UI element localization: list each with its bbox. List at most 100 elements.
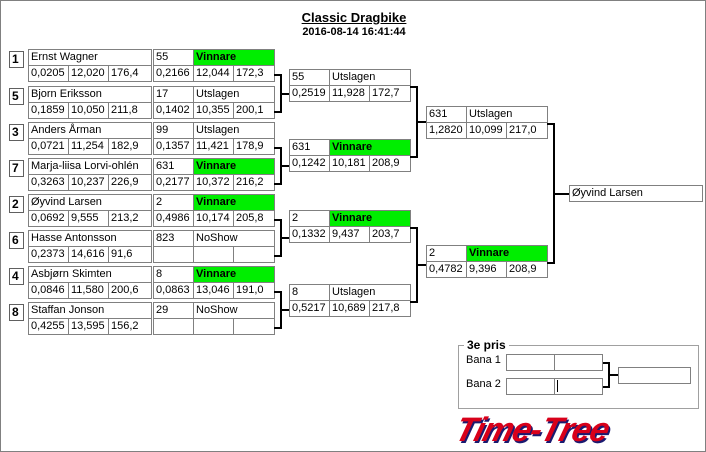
connector: [603, 362, 610, 364]
lane-number[interactable]: 631: [153, 158, 194, 175]
lane-number[interactable]: 29: [153, 302, 194, 319]
lane-number[interactable]: 8: [289, 284, 330, 301]
speed: 200,1: [233, 102, 275, 119]
reaction-time: 0,2166: [153, 65, 194, 82]
time-tree-logo: Time-Tree: [451, 411, 614, 449]
bracket-connector: [547, 123, 554, 125]
status-noshow[interactable]: NoShow: [193, 230, 275, 247]
lane-number[interactable]: 823: [153, 230, 194, 247]
reaction-time: 0,2519: [289, 85, 330, 102]
status-utslagen[interactable]: Utslagen: [193, 86, 275, 103]
status-vinnare[interactable]: Vinnare: [193, 266, 275, 283]
speed: 172,7: [369, 85, 411, 102]
lane-number[interactable]: 8: [153, 266, 194, 283]
lane2-name-field[interactable]: [554, 378, 603, 395]
bracket-connector: [410, 227, 417, 229]
elapsed-time: [193, 318, 234, 335]
racer-name[interactable]: Hasse Antonsson: [28, 230, 152, 247]
elapsed-time: 10,689: [329, 300, 370, 317]
elapsed-time: 11,580: [68, 282, 109, 299]
status-utslagen[interactable]: Utslagen: [329, 69, 411, 86]
reaction-time: 0,1357: [153, 138, 194, 155]
lane-number[interactable]: 55: [153, 49, 194, 66]
racer-name[interactable]: Marja-liisa Lorvi-ohlén: [28, 158, 152, 175]
elapsed-time: [193, 246, 234, 263]
reaction-time: 0,4255: [28, 318, 69, 335]
reaction-time: 0,1332: [289, 226, 330, 243]
bracket-connector: [274, 291, 281, 293]
lane-number[interactable]: 55: [289, 69, 330, 86]
racer-name[interactable]: Anders Årman: [28, 122, 152, 139]
elapsed-time: 10,050: [68, 102, 109, 119]
speed: 208,9: [506, 261, 548, 278]
lane1-number-field[interactable]: [506, 354, 555, 371]
status-vinnare[interactable]: Vinnare: [193, 158, 275, 175]
lane2-label: Bana 2: [466, 378, 501, 390]
racer-name[interactable]: Øyvind Larsen: [28, 194, 152, 211]
speed: 217,0: [506, 122, 548, 139]
elapsed-time: 12,020: [68, 65, 109, 82]
timestamp: 2016-08-14 16:41:44: [302, 26, 406, 38]
bracket-connector: [416, 264, 426, 266]
seed-number: 1: [9, 51, 24, 68]
status-utslagen[interactable]: Utslagen: [329, 284, 411, 301]
status-vinnare[interactable]: Vinnare: [466, 245, 548, 262]
racer-name[interactable]: Ernst Wagner: [28, 49, 152, 66]
status-vinnare[interactable]: Vinnare: [193, 194, 275, 211]
racer-name[interactable]: Staffan Jonson: [28, 302, 152, 319]
elapsed-time: 14,616: [68, 246, 109, 263]
reaction-time: 0,1859: [28, 102, 69, 119]
status-noshow[interactable]: NoShow: [193, 302, 275, 319]
elapsed-time: 9,437: [329, 226, 370, 243]
third-prize-group: [458, 345, 699, 409]
reaction-time: 0,0721: [28, 138, 69, 155]
reaction-time: 0,0692: [28, 210, 69, 227]
speed: 211,8: [108, 102, 152, 119]
reaction-time: 0,1402: [153, 102, 194, 119]
bracket-connector: [274, 255, 281, 257]
final-winner[interactable]: Øyvind Larsen: [569, 185, 703, 202]
elapsed-time: 10,355: [193, 102, 234, 119]
lane1-label: Bana 1: [466, 354, 501, 366]
lane-number[interactable]: 17: [153, 86, 194, 103]
bracket-connector: [410, 301, 417, 303]
speed: 203,7: [369, 226, 411, 243]
reaction-time: 0,2177: [153, 174, 194, 191]
bracket-connector: [274, 111, 281, 113]
status-vinnare[interactable]: Vinnare: [193, 49, 275, 66]
speed: 213,2: [108, 210, 152, 227]
elapsed-time: 13,046: [193, 282, 234, 299]
speed: 178,9: [233, 138, 275, 155]
status-utslagen[interactable]: Utslagen: [466, 106, 548, 123]
status-vinnare[interactable]: Vinnare: [329, 139, 411, 156]
lane-number[interactable]: 2: [289, 210, 330, 227]
reaction-time: 0,4782: [426, 261, 467, 278]
lane-number[interactable]: 99: [153, 122, 194, 139]
lane-number[interactable]: 2: [153, 194, 194, 211]
speed: 156,2: [108, 318, 152, 335]
reaction-time: 0,0205: [28, 65, 69, 82]
racer-name[interactable]: Bjorn Eriksson: [28, 86, 152, 103]
speed: 205,8: [233, 210, 275, 227]
speed: [233, 318, 275, 335]
racer-name[interactable]: Asbjørn Skimten: [28, 266, 152, 283]
third-prize-winner-field[interactable]: [618, 367, 691, 384]
status-vinnare[interactable]: Vinnare: [329, 210, 411, 227]
reaction-time: 0,5217: [289, 300, 330, 317]
elapsed-time: 11,421: [193, 138, 234, 155]
lane2-number-field[interactable]: [506, 378, 555, 395]
lane-number[interactable]: 631: [289, 139, 330, 156]
seed-number: 8: [9, 304, 24, 321]
bracket-connector: [274, 147, 281, 149]
connector: [608, 374, 619, 376]
bracket-connector: [547, 262, 554, 264]
lane-number[interactable]: 631: [426, 106, 467, 123]
status-utslagen[interactable]: Utslagen: [193, 122, 275, 139]
bracket-connector: [280, 165, 289, 167]
lane1-name-field[interactable]: [554, 354, 603, 371]
elapsed-time: 10,174: [193, 210, 234, 227]
third-prize-title: 3e pris: [464, 338, 509, 352]
speed: 191,0: [233, 282, 275, 299]
lane-number[interactable]: 2: [426, 245, 467, 262]
